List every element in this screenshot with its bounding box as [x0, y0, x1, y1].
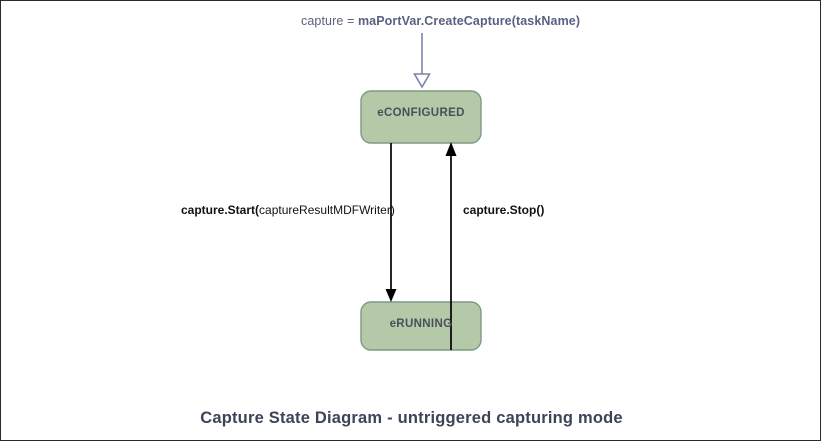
- diagram-caption: Capture State Diagram - untriggered capt…: [200, 409, 623, 427]
- transition-label-stop: capture.Stop(): [463, 203, 544, 217]
- creation-annotation: capture = maPortVar.CreateCapture(taskNa…: [301, 14, 580, 28]
- state-node-econfigured[interactable]: [360, 90, 482, 144]
- state-label-erunning: eRUNNING: [389, 318, 453, 330]
- transition-label-start-args: captureResultMDFWriter): [259, 203, 395, 217]
- state-label-econfigured: eCONFIGURED: [377, 107, 465, 119]
- transition-stop-arrowhead-icon: [445, 142, 457, 156]
- transition-arrow-start[interactable]: [385, 143, 397, 302]
- transition-label-stop-method: capture.Stop(): [463, 203, 545, 217]
- transition-label-start-method: capture.Start(: [181, 203, 260, 217]
- state-box-econfigured[interactable]: [360, 90, 482, 144]
- transition-arrow-stop[interactable]: [445, 142, 457, 350]
- transition-label-start: capture.Start(captureResultMDFWriter): [181, 203, 395, 217]
- creation-annotation-call: maPortVar.CreateCapture(taskName): [357, 14, 581, 28]
- creation-arrowhead-icon: [413, 73, 431, 89]
- creation-arrow: [413, 33, 431, 89]
- creation-annotation-prefix: capture =: [301, 14, 358, 28]
- transition-start-arrowhead-icon: [385, 289, 397, 302]
